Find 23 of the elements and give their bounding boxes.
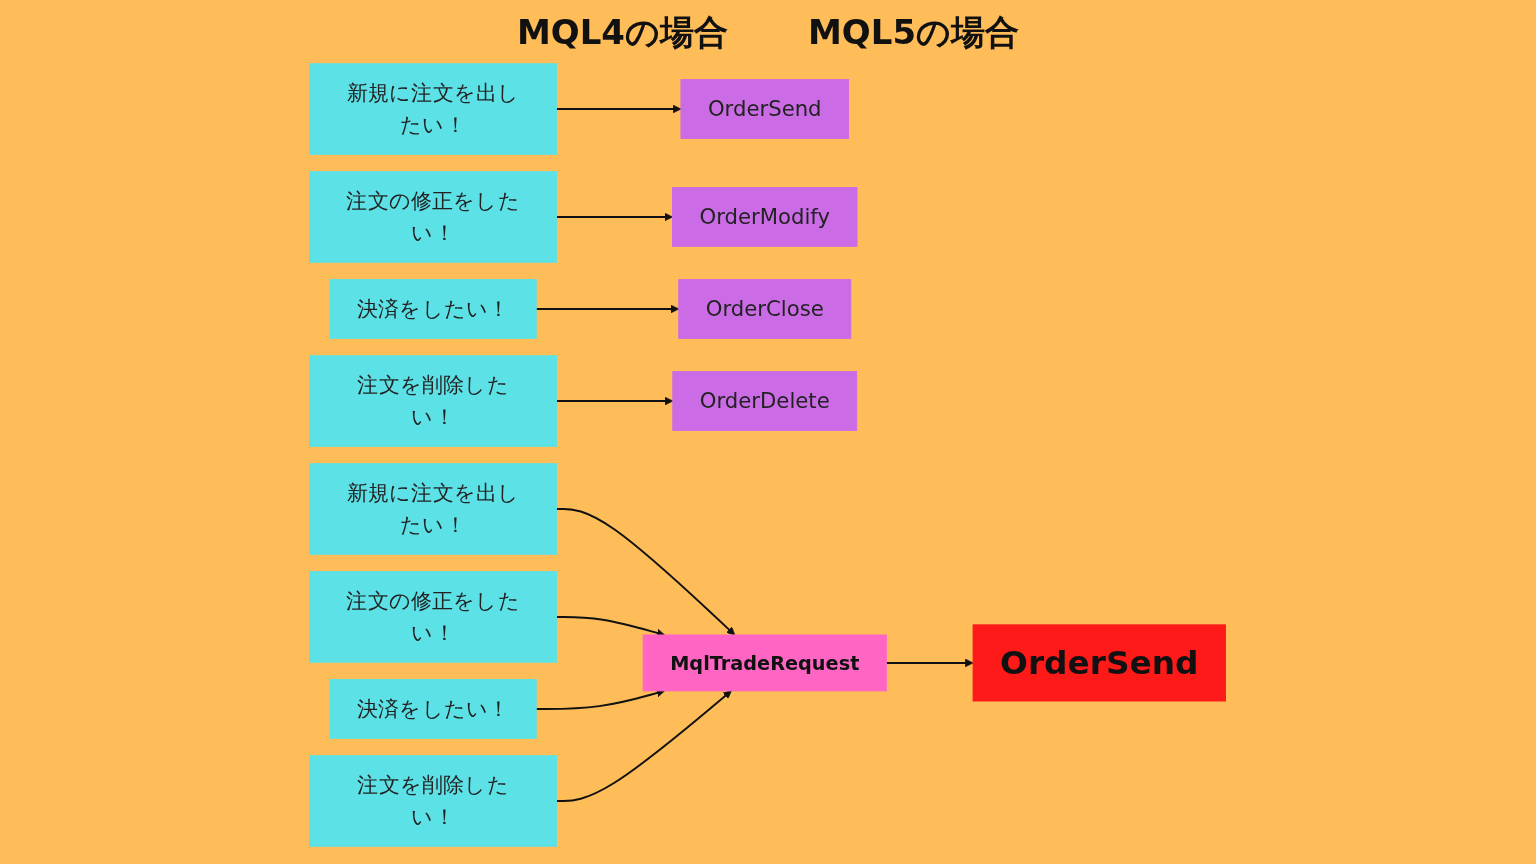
node-box: OrderSend bbox=[680, 79, 850, 139]
arrow bbox=[555, 396, 674, 406]
arrow bbox=[555, 212, 674, 222]
section-heading: MQL5の場合 bbox=[808, 11, 1020, 54]
section-heading: MQL4の場合 bbox=[516, 11, 728, 54]
node-box: 注文の修正をしたい！ bbox=[309, 571, 558, 663]
arrow bbox=[885, 658, 974, 668]
node-box: OrderSend bbox=[972, 624, 1227, 702]
node-box: 注文を削除したい！ bbox=[309, 755, 558, 847]
node-box: OrderDelete bbox=[672, 371, 858, 431]
arrow bbox=[555, 690, 733, 802]
node-box: 新規に注文を出したい！ bbox=[309, 63, 558, 155]
node-box: MqlTradeRequest bbox=[643, 634, 888, 692]
arrow bbox=[555, 508, 736, 636]
node-box: 決済をしたい！ bbox=[329, 279, 538, 339]
node-box: OrderModify bbox=[672, 187, 858, 247]
node-box: 注文の修正をしたい！ bbox=[309, 171, 558, 263]
node-box: 注文を削除したい！ bbox=[309, 355, 558, 447]
arrow bbox=[555, 104, 682, 114]
arrow bbox=[535, 304, 680, 314]
node-box: 新規に注文を出したい！ bbox=[309, 463, 558, 555]
node-box: OrderClose bbox=[678, 279, 852, 339]
node-box: 決済をしたい！ bbox=[329, 679, 538, 739]
